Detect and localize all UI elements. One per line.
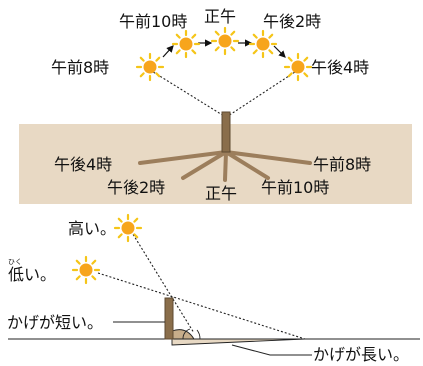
label-low: 低い。 (8, 265, 56, 284)
label-shadow-am10: 午前10時 (261, 178, 329, 197)
label-long-shadow: かげが長い。 (313, 345, 409, 364)
sun-icon-pm2 (248, 29, 278, 59)
shadow-noon (223, 150, 228, 182)
ray-low-sun (97, 272, 306, 340)
label-sun-pm2: 午後2時 (263, 12, 321, 31)
label-sun-am10: 午前10時 (119, 12, 187, 31)
label-short-shadow: かげが短い。 (7, 313, 103, 332)
label-shadow-pm2: 午後2時 (107, 178, 165, 197)
sun-icon-noon (210, 26, 240, 56)
long-shadow (171, 338, 306, 346)
shadow-pm2 (181, 150, 228, 180)
leader-long-shadow (231, 344, 312, 356)
label-shadow-am8: 午前8時 (313, 155, 371, 174)
label-sun-noon: 正午 (204, 7, 236, 26)
sun-icon-am10 (171, 29, 201, 59)
arrow-am8-am10 (162, 45, 174, 58)
sun-icon-high (113, 213, 143, 243)
label-shadow-pm4: 午後4時 (54, 155, 112, 174)
ray-high-sun (130, 230, 195, 334)
sun-icon-am8 (135, 52, 165, 82)
sight-line-am8 (149, 69, 225, 117)
arrow-pm2-pm4 (273, 45, 286, 58)
ground-area (19, 124, 412, 204)
angle-arc-low (196, 329, 201, 340)
sun-icon-pm4 (283, 52, 313, 82)
sun-path-group: 午前10時 正午 午後2時 午前8時 午後4時 (51, 7, 369, 117)
shadow-am10 (224, 150, 270, 180)
shadow-am8 (224, 150, 312, 165)
shadow-pm4 (138, 150, 228, 165)
angle-arc-high (182, 328, 191, 340)
label-high: 高い。 (68, 219, 116, 238)
sight-line-pm4 (227, 69, 299, 117)
pole (221, 111, 231, 153)
sun-icon-low (71, 255, 101, 285)
sun-height-comparison: 高い。 ひく 低い。 かげが短い。 かげが長い。 (7, 213, 420, 364)
label-low-ruby: ひく (8, 258, 22, 266)
ground-panel: 午後4時 午後2時 正午 午前10時 午前8時 (19, 111, 412, 204)
label-sun-pm4: 午後4時 (311, 58, 369, 77)
label-shadow-noon: 正午 (205, 184, 237, 203)
label-sun-am8: 午前8時 (51, 58, 109, 77)
stick (164, 297, 174, 340)
